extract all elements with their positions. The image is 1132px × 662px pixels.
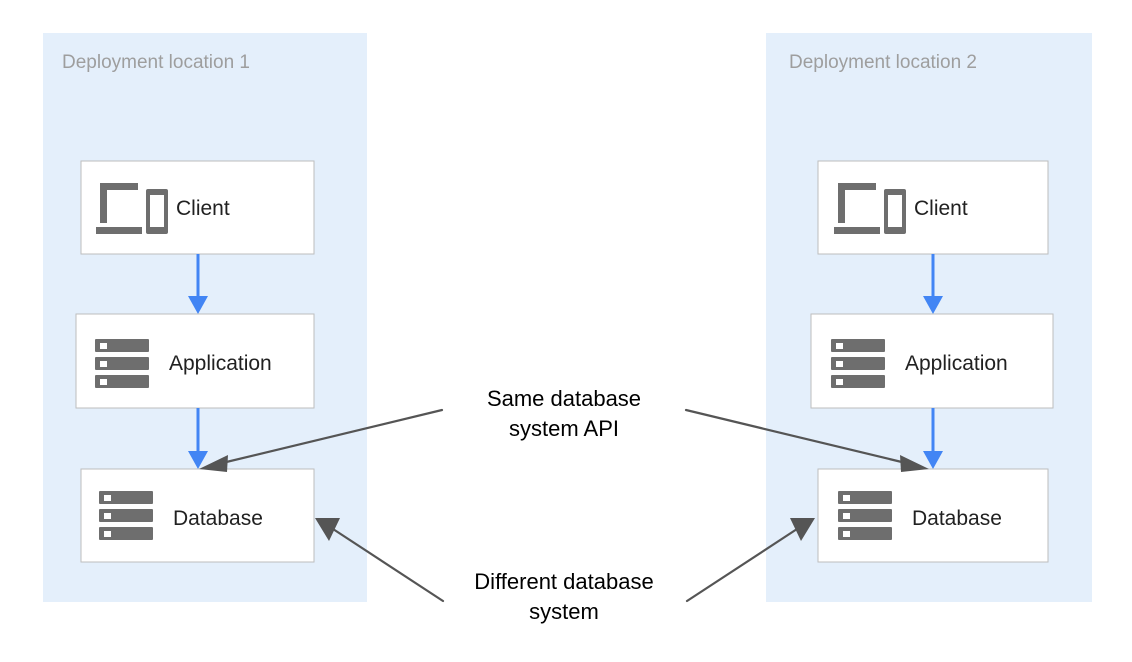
node-database-2[interactable]: Database xyxy=(817,468,1049,563)
annotation-different-system-leader-left xyxy=(315,518,445,603)
zone-2-label: Deployment location 2 xyxy=(789,52,977,73)
application-2-label: Application xyxy=(905,352,1008,375)
annotation-same-api-line-2: system API xyxy=(509,416,619,441)
node-client-1[interactable]: Client xyxy=(80,160,315,255)
node-client-2[interactable]: Client xyxy=(817,160,1049,255)
annotation-different-system-line-1: Different database xyxy=(474,569,653,594)
annotation-different-database-system: Different database system xyxy=(315,518,815,624)
zone-1-label: Deployment location 1 xyxy=(62,52,250,73)
flow-application-2-to-database-2 xyxy=(923,408,943,469)
database-1-label: Database xyxy=(173,507,263,530)
node-database-1[interactable]: Database xyxy=(80,468,315,563)
database-2-label: Database xyxy=(912,507,1002,530)
flow-client-2-to-application-2 xyxy=(923,254,943,314)
flow-client-1-to-application-1 xyxy=(188,254,208,314)
annotation-different-system-leader-right xyxy=(685,518,815,603)
annotation-different-system-line-2: system xyxy=(529,599,599,624)
node-application-1[interactable]: Application xyxy=(75,313,315,409)
annotation-same-api-leader-right xyxy=(684,408,929,472)
annotation-same-api-line-1: Same database xyxy=(487,386,641,411)
server-stack-icon xyxy=(99,491,153,540)
annotation-same-api-leader-left xyxy=(199,408,444,472)
client-2-label: Client xyxy=(914,197,968,220)
client-1-box[interactable] xyxy=(80,160,315,255)
flow-application-1-to-database-1 xyxy=(188,408,208,469)
annotation-same-database-system-api: Same database system API xyxy=(199,386,929,472)
node-application-2[interactable]: Application xyxy=(810,313,1054,409)
application-1-label: Application xyxy=(169,352,272,375)
server-stack-icon xyxy=(831,339,885,388)
server-stack-icon xyxy=(95,339,149,388)
server-stack-icon xyxy=(838,491,892,540)
client-1-label: Client xyxy=(176,197,230,220)
